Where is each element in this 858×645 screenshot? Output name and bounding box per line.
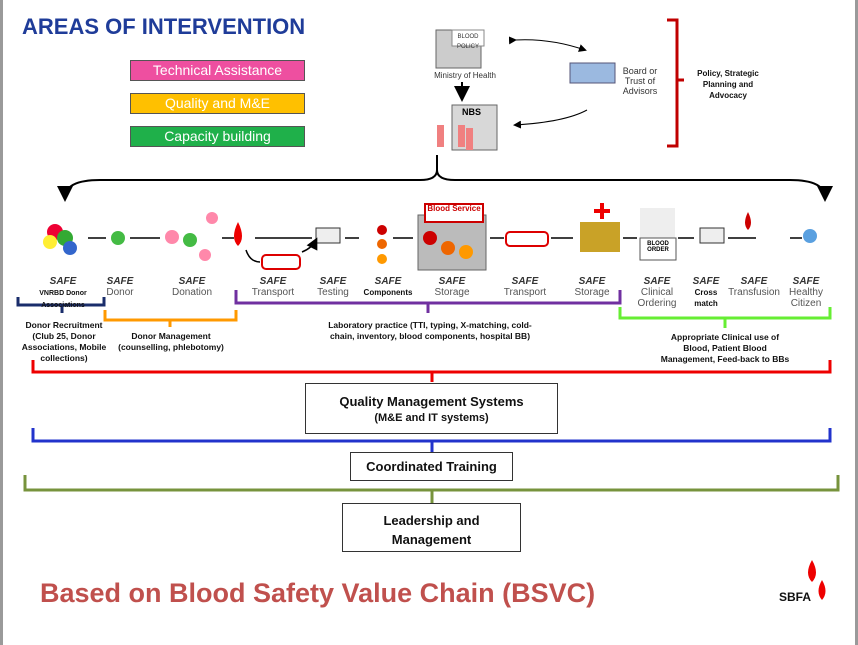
blood-order-icon [639,237,677,261]
legend-quality: Quality and M&E [130,93,305,114]
training-box: Coordinated Training [350,452,513,481]
leadership-box: Leadership and Management [342,503,521,552]
donor-icon [111,231,125,245]
donor-crowd-icon [43,224,77,255]
legend-capacity: Capacity building [130,126,305,147]
donation-people-icon [165,212,218,261]
legend-technical-assistance: Technical Assistance [130,60,305,81]
transport-car-icon-2 [505,231,549,247]
component-drops-icon [377,225,387,264]
hospital-icon [580,222,620,252]
page-title: AREAS OF INTERVENTION [22,14,306,39]
transfusion-drop-icon [745,212,751,230]
laptop-icon-2 [699,227,725,244]
ministry-label: Ministry of Health [434,71,496,80]
board-meeting-icon [569,62,616,84]
transport-car-icon [261,254,301,270]
donor-recruitment-note: Donor Recruitment (Club 25, Donor Associ… [21,320,107,363]
qms-box: Quality Management Systems (M&E and IT s… [305,383,558,434]
clinical-use-note: Appropriate Clinical use of Blood, Patie… [660,332,790,364]
blood-drop-icon [234,222,242,246]
qms-title: Quality Management Systems [339,394,524,409]
qms-subtitle: (M&E and IT systems) [374,412,489,424]
blood-order-label: BLOOD ORDER [647,241,669,253]
healthy-citizen-icon [803,229,817,243]
footer-title: Based on Blood Safety Value Chain (BSVC) [40,578,596,608]
nbs-label: NBS [462,107,482,117]
staff-people-icon [437,125,473,150]
lab-practice-note: Laboratory practice (TTI, typing, X-matc… [328,320,532,341]
sbfa-logo: SBFA [779,590,812,604]
policy-note: Policy, Strategic Planning and Advocacy [697,69,759,100]
blood-service-label: Blood Service [424,203,484,223]
board-label: Board or Trust of Advisors [622,66,658,96]
laptop-icon [315,227,341,244]
blood-policy-label: BLOOD POLICY [456,34,479,50]
donor-management-note: Donor Management (counselling, phlebotom… [118,331,224,352]
sbfa-logo-drops [808,560,826,600]
doctor-icon [640,208,675,238]
